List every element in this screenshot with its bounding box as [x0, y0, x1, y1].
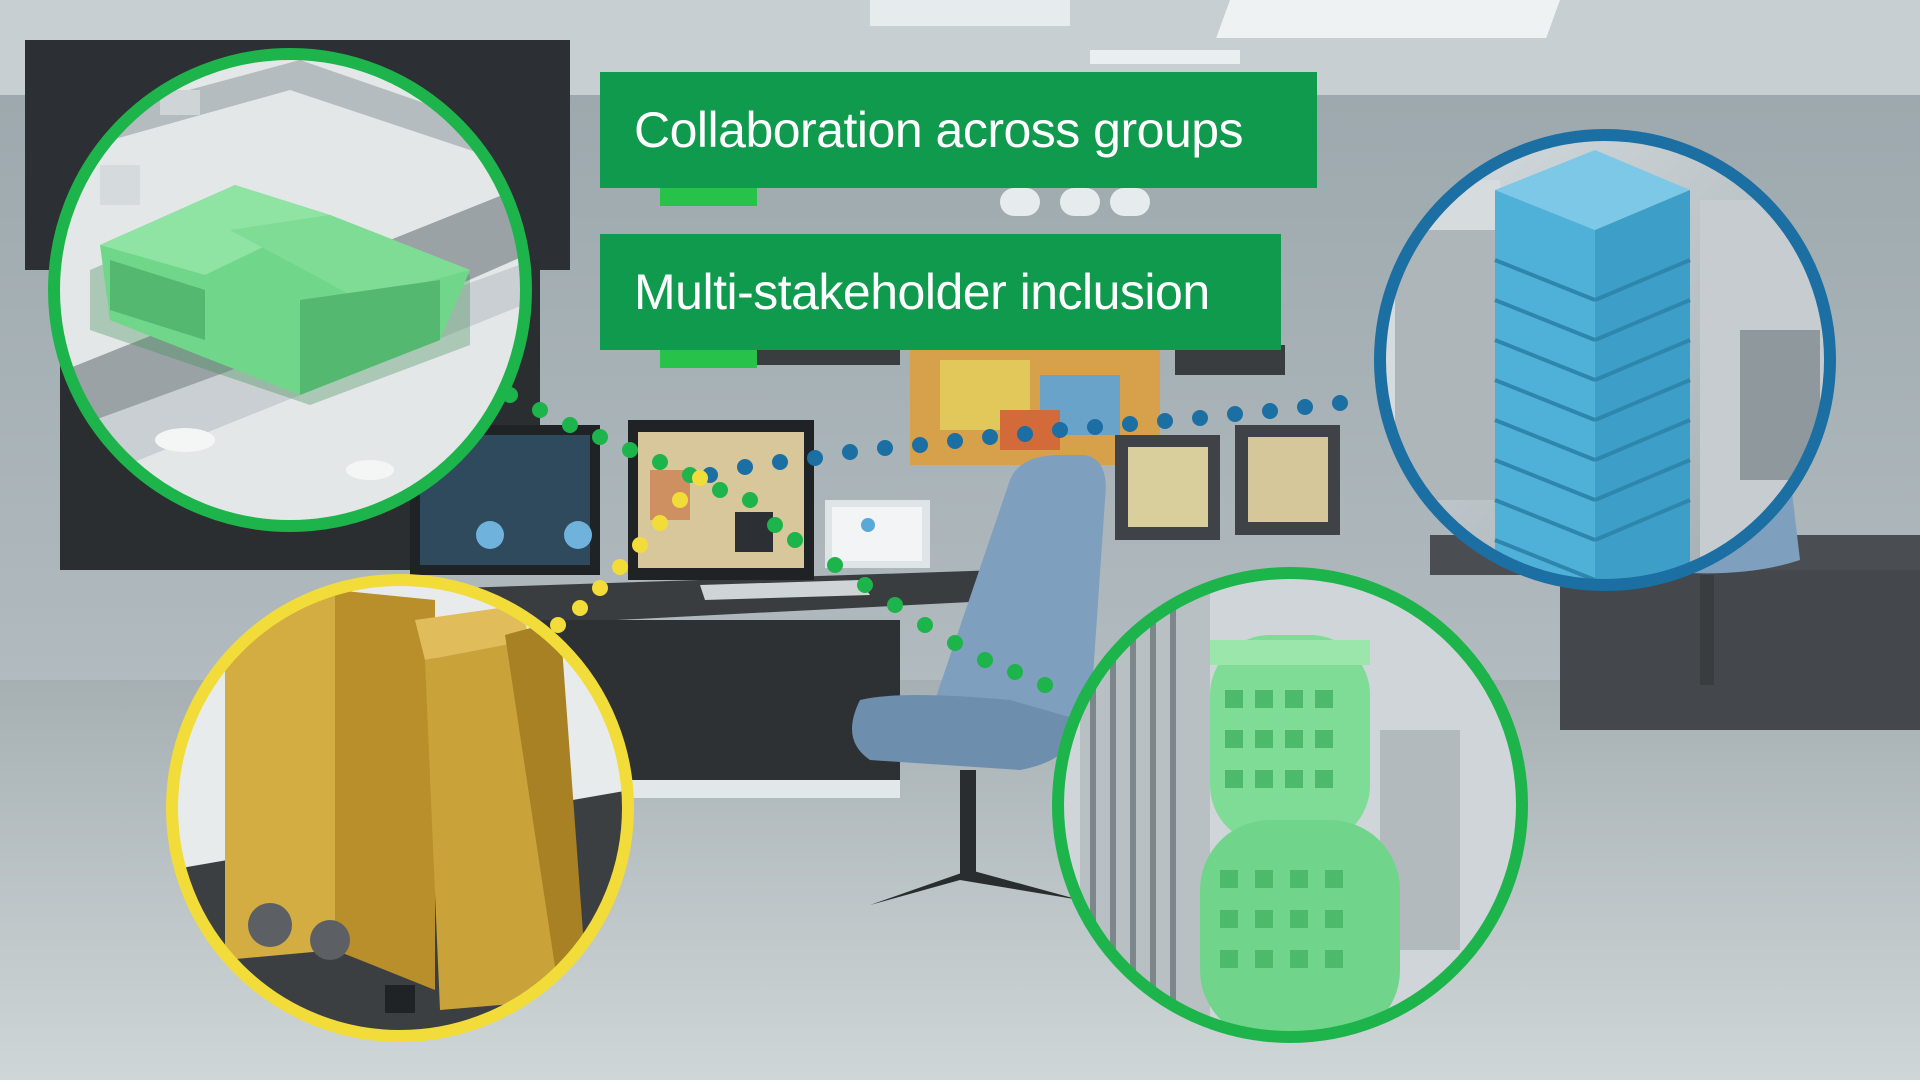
headline-text: Collaboration across groups — [634, 102, 1244, 158]
wall-screen — [755, 345, 900, 365]
car — [155, 428, 215, 452]
ceiling-light — [1090, 50, 1240, 64]
wall-clock — [1110, 188, 1150, 216]
gold-tower-circle — [166, 574, 634, 1042]
wall-clock — [1060, 188, 1100, 216]
banner-tab — [660, 350, 757, 368]
headline-banner: Collaboration across groups — [600, 72, 1317, 188]
ceiling-light — [870, 0, 1070, 26]
connector-yellow — [550, 470, 708, 633]
office-chair — [932, 455, 1106, 741]
headline-banner: Multi-stakeholder inclusion — [600, 234, 1281, 350]
ceiling-light — [1216, 0, 1560, 38]
green-round-tower-circle — [1052, 567, 1528, 1043]
car — [346, 460, 394, 480]
wall-screen — [1175, 345, 1285, 375]
headline-text: Multi-stakeholder inclusion — [634, 264, 1210, 320]
keyboard — [700, 580, 870, 600]
banner-tab — [660, 188, 757, 206]
wall-clock — [1000, 188, 1040, 216]
green-building-circle — [48, 48, 532, 532]
connector-green — [502, 387, 1053, 693]
connector-blue — [702, 395, 1348, 483]
